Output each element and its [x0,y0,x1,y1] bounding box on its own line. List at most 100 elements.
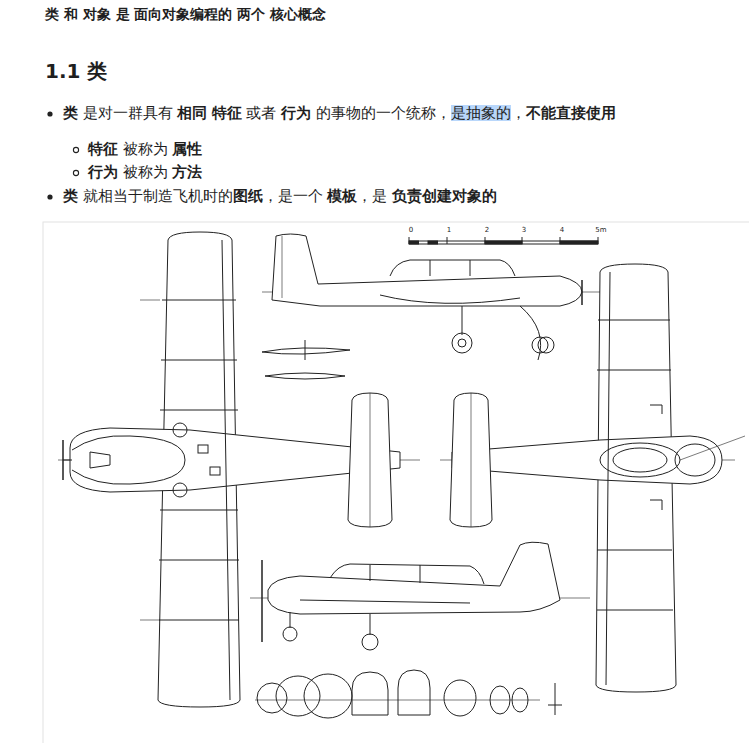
plane-side-view-lower-part [283,627,297,641]
cross-sections-part [255,700,540,701]
plane-side-view-lower [250,542,590,650]
text-run: 1 [447,226,451,234]
plane-top-view-part [198,445,208,453]
scale-number: 2 [484,226,490,235]
sub-bullet-text: 行为 被称为 方法 [88,163,202,182]
cross-sections-part [548,705,562,706]
plane-side-view-upper-part [272,234,582,306]
bullet-markers-part [73,147,78,152]
bullet-text: 类 就相当于制造飞机时的图纸，是一个 模板，是 负责创建对象的 [63,187,497,206]
text-run: 5m [595,226,606,234]
scale-number: 0 [408,226,414,235]
plane-side-view-lower-part [300,600,470,603]
text-run: 模板 [327,188,357,204]
text-run: 属性 [172,141,202,157]
plane-bottom-view-part [597,370,671,371]
plane-top-view-part [161,360,237,361]
scale-bar-part [428,241,438,244]
propeller-views-part [305,340,306,360]
cross-sections-part [352,672,388,715]
plane-top-view-part [370,393,371,527]
image-panel [43,222,749,743]
plane-bottom-view-part [471,393,472,527]
plane-top-view-part [90,452,110,468]
image-panel-part [43,222,749,743]
plane-side-view-upper-part [390,260,515,276]
scale-bar [409,237,598,244]
text-run: 的事物的一个统称， [311,105,451,121]
text-run: 被称为 [118,141,172,157]
scale-number: 4 [559,226,565,235]
plane-side-view-lower-part [370,614,371,635]
text-run: ， [511,105,526,121]
text-run: 1.1 类 [45,59,107,83]
plane-side-view-lower-part [330,564,484,584]
scale-bar-part [560,241,598,244]
plane-top-view-part [160,410,238,411]
text-run: 类 [63,105,78,121]
plane-top-view-part [173,483,187,497]
plane-side-view-upper-part [520,306,541,360]
plane-side-view-upper-part [470,260,471,276]
bullet-markers-part [47,194,52,199]
plane-side-view-lower-part [261,560,263,642]
cross-sections-part [276,676,320,716]
text-run: 图纸 [233,188,263,204]
plane-side-view-upper-part [458,339,466,347]
propeller-views [262,340,350,379]
plane-top-view-part [72,436,185,484]
plane-side-view-upper-part [430,260,431,276]
plane-side-view-upper-part [452,333,472,353]
plane-top-view-part [222,240,230,700]
text-run: 被称为 [118,164,172,180]
scale-bar-part [409,241,419,244]
plane-bottom-view-part [680,436,745,460]
text-run: ，是 [357,188,392,204]
plane-side-view-lower-part [290,612,291,628]
plane-top-view-part [63,460,72,461]
plane-side-view-upper [262,234,600,360]
text-run: 行为 [88,164,118,180]
text-run: 类 和 对象 是 面向对象编程的 两个 核心概念 [45,6,326,22]
cross-sections-part [304,674,352,718]
plane-top-view-part [162,300,236,301]
plane-bottom-view-part [597,550,672,551]
plane-bottom-view-part [606,272,610,685]
scale-number: 3 [521,226,527,235]
plane-top-view-part [159,560,239,561]
plane-side-view-upper-part [538,337,554,353]
scale-bar-part [485,241,522,244]
text-run: 特征 [212,105,242,121]
page-title: 类 和 对象 是 面向对象编程的 两个 核心概念 [45,5,326,23]
plane-bottom-view-part [600,443,680,477]
sub-bullet-text: 特征 被称为 属性 [88,140,202,159]
text-run: ，是一个 [263,188,328,204]
plane-side-view-upper-part [380,295,520,303]
plane-top-view-part [210,467,220,475]
text-run: 相同 [177,105,207,121]
text-run: 特征 [88,141,118,157]
plane-side-view-upper-part [462,306,463,335]
bullet-markers [47,111,78,199]
plane-top-view-part [140,300,160,301]
plane-top-view-part [140,620,160,621]
plane-top-view-part [348,393,392,527]
plane-side-view-lower-part [370,565,371,581]
scale-bar-part [447,237,448,244]
cross-sections-part [444,680,476,716]
plane-bottom-view-part [597,610,673,611]
text-run: 3 [522,226,526,234]
text-run: 0 [409,226,413,234]
text-run: 是对一群具有 [78,105,177,121]
plane-side-view-upper-part [282,236,283,298]
text-run [207,105,212,121]
cross-sections [255,670,562,718]
scale-number: 1 [446,226,452,235]
propeller-views-part [262,348,350,354]
text-run: 方法 [172,164,202,180]
text-run: 2 [485,226,489,234]
bullet-markers-part [47,111,52,116]
plane-side-view-lower-part [362,634,378,650]
cross-sections-part [398,670,430,715]
